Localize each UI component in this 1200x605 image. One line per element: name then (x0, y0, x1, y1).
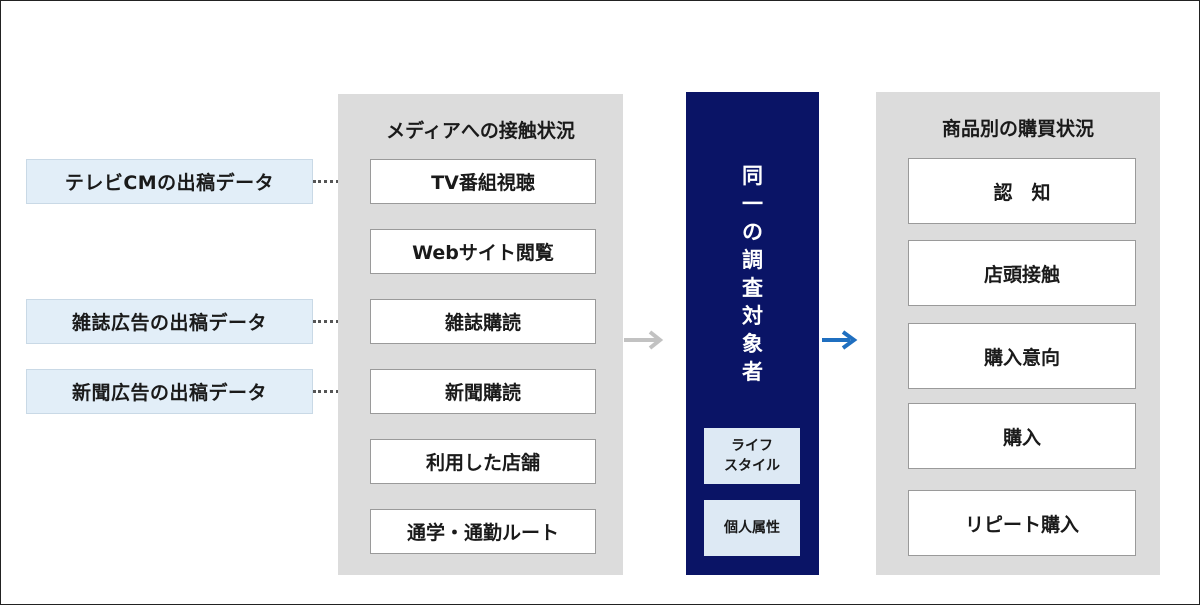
media-item: TV番組視聴 (370, 159, 596, 204)
source-label: 雑誌広告の出稿データ (71, 312, 267, 334)
attribute-line: スタイル (724, 458, 780, 474)
purchase-item: 認 知 (908, 158, 1136, 224)
purchase-item: 購入意向 (908, 323, 1136, 389)
respondents-title-char: 対 (742, 304, 763, 328)
purchase-item: リピート購入 (908, 490, 1136, 556)
purchase-panel-title: 商品別の購買状況 (941, 118, 1094, 140)
respondents-title-char: の (742, 220, 763, 244)
media-item: 通学・通勤ルート (370, 509, 596, 554)
respondents-title-char: 査 (742, 276, 763, 300)
respondents-title-char: 同 (742, 164, 763, 188)
media-item: 新聞購読 (370, 369, 596, 414)
source-label: テレビCMの出稿データ (64, 172, 275, 194)
purchase-item: 店頭接触 (908, 240, 1136, 306)
source-box-newspaper-ad: 新聞広告の出稿データ (26, 369, 313, 414)
blue-arrow-icon (822, 330, 858, 350)
attribute-line: 個人属性 (724, 520, 780, 536)
respondents-title-char: 者 (742, 360, 763, 384)
media-panel-title: メディアへの接触状況 (386, 120, 575, 142)
source-label: 新聞広告の出稿データ (71, 382, 267, 404)
respondents-title-char: 一 (742, 192, 763, 216)
media-item: 利用した店舗 (370, 439, 596, 484)
attribute-line: ライフ (731, 438, 773, 454)
source-box-magazine-ad: 雑誌広告の出稿データ (26, 299, 313, 344)
lifestyle-attribute-box: ライフスタイル (704, 428, 800, 484)
purchase-item: 購入 (908, 403, 1136, 469)
respondents-title-char: 調 (742, 248, 763, 272)
media-item: 雑誌購読 (370, 299, 596, 344)
respondents-vertical-title: 同一の調査対象者 (686, 162, 819, 386)
media-item: Webサイト閲覧 (370, 229, 596, 274)
gray-arrow-icon (624, 330, 664, 350)
respondents-title-char: 象 (742, 332, 763, 356)
personal-attribute-box: 個人属性 (704, 500, 800, 556)
source-box-tv-cm: テレビCMの出稿データ (26, 159, 313, 204)
same-respondents-panel: 同一の調査対象者 ライフスタイル 個人属性 (686, 92, 819, 575)
